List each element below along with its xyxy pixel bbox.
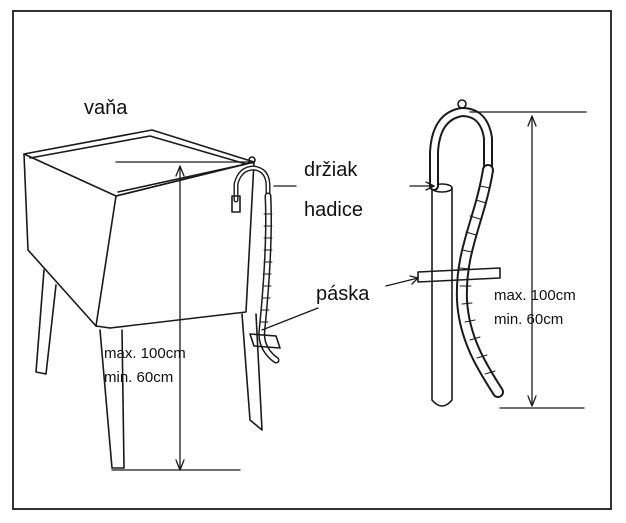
right-min-height: min. 60cm (494, 311, 564, 328)
right-max-height: max. 100cm (494, 287, 576, 304)
standpipe-hose-holder (429, 99, 493, 191)
holder-label-line1: držiak (304, 159, 358, 181)
tub-strap (249, 333, 281, 349)
standpipe-drain-hose (455, 164, 504, 398)
left-height-dimension (111, 161, 251, 471)
holder-callout-arrow (409, 181, 435, 191)
tub-label: vaňa (84, 97, 128, 119)
right-height-dimension (469, 111, 587, 409)
strap-callout-left (261, 307, 319, 331)
left-max-height: max. 100cm (104, 345, 186, 362)
diagram-frame (12, 10, 612, 510)
tub-drain-hose (258, 192, 280, 364)
strap-callout-arrow (385, 275, 419, 287)
left-min-height: min. 60cm (104, 369, 174, 386)
tub-legs (35, 269, 263, 469)
tub-hose-holder (231, 156, 271, 213)
standpipe (431, 183, 453, 407)
holder-label-line2: hadice (304, 199, 363, 221)
strap-label: páska (316, 283, 370, 305)
tub (23, 129, 255, 329)
